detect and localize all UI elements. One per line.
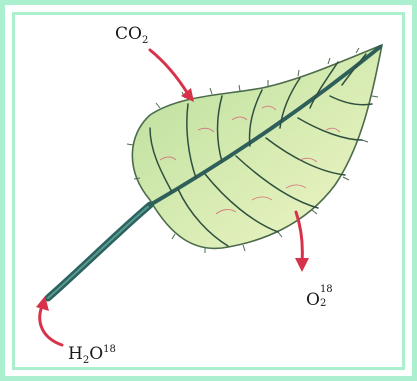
h2o-arrow xyxy=(36,296,62,345)
h2o-label-sup: 18 xyxy=(103,344,116,355)
o2-label-base: O xyxy=(306,290,320,310)
co2-arrow xyxy=(150,50,194,102)
h2o-label: H2O18 xyxy=(68,346,116,363)
h2o-label-mid: O xyxy=(89,344,103,364)
co2-label: CO2 xyxy=(115,26,148,43)
h2o-label-pre: H xyxy=(68,344,83,364)
co2-label-sub: 2 xyxy=(142,35,148,46)
co2-label-base: CO xyxy=(115,24,142,44)
o2-arrow xyxy=(295,212,309,272)
